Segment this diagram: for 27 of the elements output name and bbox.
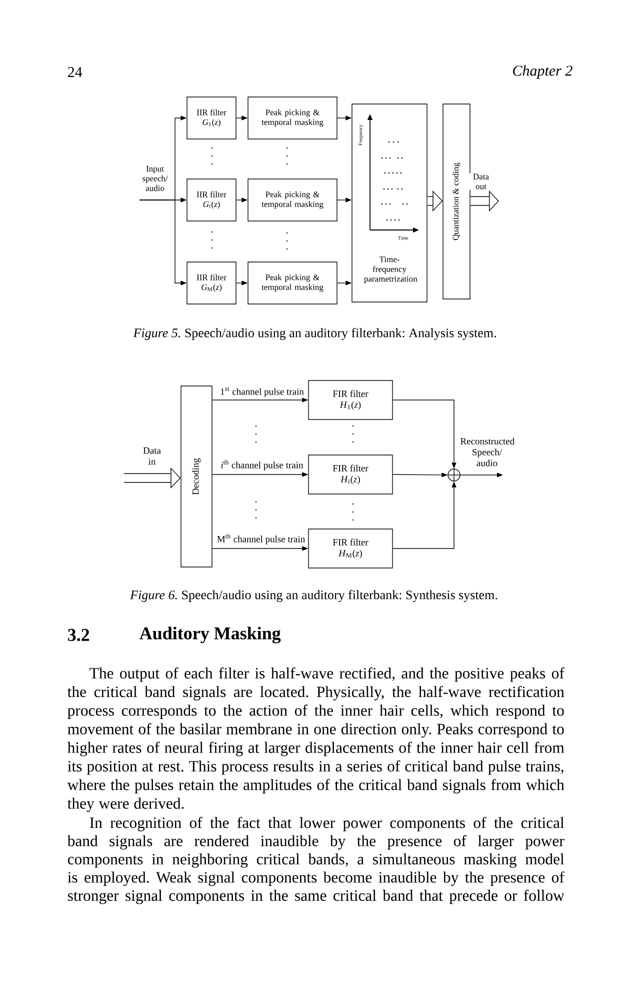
running-header: Chapter 2 xyxy=(513,65,572,79)
section-number: 3.2 xyxy=(68,628,90,642)
edge-label: i$^{th}$ channel pulse train xyxy=(220,459,304,471)
filter-box: IIR filter G$_{M}$(z) xyxy=(186,262,236,304)
filter-box: FIR filter H$_{M}$(z) xyxy=(308,528,393,568)
coding-block: Quantization & coding xyxy=(442,104,470,300)
filter-box: IIR filter G$_{i}$(z) xyxy=(186,178,236,222)
signal-label: Input speech/ audio xyxy=(142,166,168,192)
figure-caption: Figure 5. Speech/audio using an auditory filterbank: Analysis system. xyxy=(133,328,496,340)
paragraph: The output of each filter is half-wave rectified, and the positive peaks of the critical band signals are located. Physically, the half-wave rectification process corresponds to the action of the inner hair cells, which respond to movement of the basilar membrane in one direction only. Peaks correspond to higher rates of neural firing at larger displacements of the inner hair cell from its position at rest. This process results in a series of critical band pulse trains, where the pulses retain the amplitudes of the critical band signals from which they were derived. xyxy=(67,667,564,812)
edge-label: 1$^{st}$ channel pulse train xyxy=(220,386,304,398)
figure-caption: Figure 6. Speech/audio using an auditory filterbank: Synthesis system. xyxy=(130,590,498,602)
section-heading: Auditory Masking xyxy=(140,626,281,644)
process-box: Peak picking & temporal masking xyxy=(248,96,338,140)
paragraph: In recognition of the fact that lower power components of the critical band signals are rendered inaudible by the presence of larger power components in neighboring critical bands, a simultaneous masking model is employed. Weak signal components become inaudible by the presence of stronger signal components in the same critical band that precede or follow xyxy=(67,816,564,904)
edge-label: Data in xyxy=(140,446,164,466)
summing-junction xyxy=(447,468,461,482)
filter-box: FIR filter H$_{i}$(z) xyxy=(308,454,393,494)
process-box: Peak picking & temporal masking xyxy=(248,262,338,304)
page-number: 24 xyxy=(68,67,82,77)
edge-label: Reconstructed Speech/ audio xyxy=(460,437,514,467)
filter-box: IIR filter G$_{1}$(z) xyxy=(186,96,236,140)
decoding-block: Decoding xyxy=(180,386,212,568)
filter-box: FIR filter H$_{1}$(z) xyxy=(308,380,393,420)
process-box: Peak picking & temporal masking xyxy=(248,178,338,222)
edge-label: Data out xyxy=(468,173,494,190)
edge-label: M$^{th}$ channel pulse train xyxy=(216,533,306,545)
